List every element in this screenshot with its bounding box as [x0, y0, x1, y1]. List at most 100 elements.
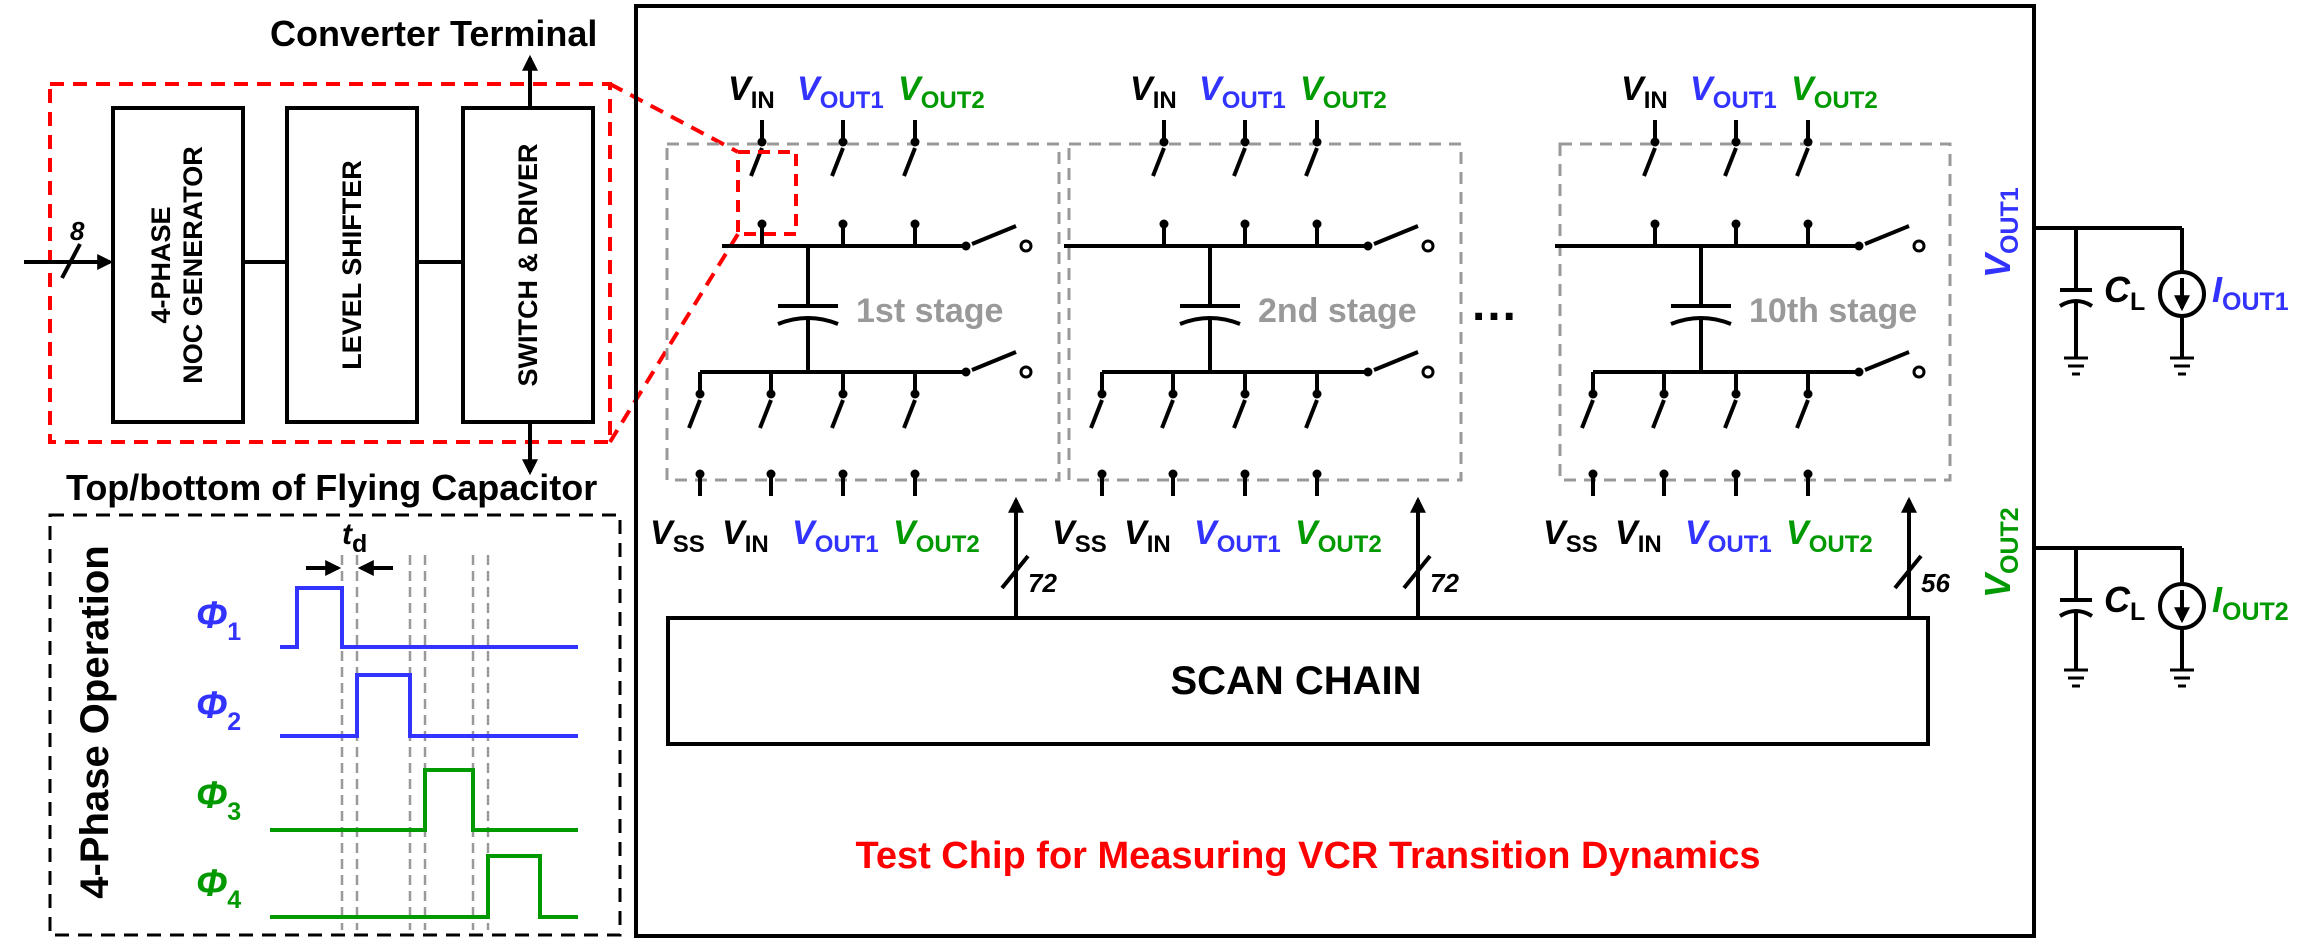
timing-panel: 4-Phase Operation td Φ1 Φ2 Φ3 Φ4: [48, 513, 622, 937]
series-node: [1019, 239, 1033, 253]
scan-bus-width: 72: [1028, 568, 1057, 598]
vout1-load-label: VOUT1: [1977, 187, 2024, 278]
phi3-label: Φ3: [196, 775, 241, 826]
scan-chain-block: [666, 616, 1930, 746]
stage-top-label-out2: VOUT2: [1791, 70, 1878, 114]
series-switch-top: [1864, 224, 1910, 246]
chip-boundary: [634, 4, 2036, 938]
zoom-line-bottom: [608, 232, 740, 444]
node-dot: [961, 367, 971, 377]
switch-blade: [1651, 399, 1666, 429]
stage-top-label-in: VIN: [728, 70, 775, 114]
switch-blade: [1160, 399, 1175, 429]
phi1-waveform: [280, 586, 578, 649]
node-dot: [1097, 389, 1107, 399]
bus-width-label: 8: [70, 216, 85, 246]
cl-label-2: CL: [2104, 579, 2145, 626]
node-dot: [1312, 137, 1322, 147]
node-dot: [838, 389, 848, 399]
scan-chain-label: SCAN CHAIN: [1170, 659, 1421, 703]
node-dot: [1731, 389, 1741, 399]
scan-bus-width: 56: [1921, 568, 1950, 598]
switch-blade: [758, 399, 773, 429]
noc-block-label-1: 4-PHASE: [146, 206, 176, 323]
node-dot: [1854, 241, 1864, 251]
phi4-label: Φ4: [196, 863, 241, 914]
switch-blade: [1795, 147, 1810, 177]
switch-blade: [902, 399, 917, 429]
node-dot: [1803, 137, 1813, 147]
stage-bottom-label-out2: VOUT2: [1295, 514, 1382, 558]
switch-blade: [687, 399, 702, 429]
stage-box: [1558, 142, 1952, 482]
node-dot: [1159, 137, 1169, 147]
node-dot: [961, 241, 971, 251]
switch-blade: [1304, 147, 1319, 177]
node-dot: [1650, 137, 1660, 147]
converter-block-panel: Converter Terminal 8 4-PHASE NOC GENERAT…: [24, 13, 740, 508]
stage-top-label-out2: VOUT2: [898, 70, 985, 114]
node-dot: [766, 389, 776, 399]
node-dot: [1731, 137, 1741, 147]
switch-blade: [830, 399, 845, 429]
stage-bottom-label-out1: VOUT1: [792, 514, 879, 558]
node-dot: [1363, 367, 1373, 377]
phi2-waveform: [280, 673, 578, 738]
stage-bottom-label-out1: VOUT1: [1194, 514, 1281, 558]
node-dot: [1588, 389, 1598, 399]
node-dot: [1240, 389, 1250, 399]
node-dot: [1803, 389, 1813, 399]
node-dot: [1312, 389, 1322, 399]
phi4-waveform: [270, 854, 578, 919]
stage-bottom-label-ss: VSS: [1543, 514, 1598, 558]
switch-driver-label: SWITCH & DRIVER: [513, 144, 543, 387]
switch-blade: [1304, 399, 1319, 429]
scan-bus-slash: [1000, 554, 1030, 590]
switch-blade: [1642, 147, 1657, 177]
stage-bottom-label-ss: VSS: [650, 514, 705, 558]
stage-label: 10th stage: [1749, 292, 1917, 330]
switch-blade: [1089, 399, 1104, 429]
stage-top-label-out2: VOUT2: [1300, 70, 1387, 114]
timing-title: 4-Phase Operation: [73, 545, 117, 898]
stage-top-label-out1: VOUT1: [1690, 70, 1777, 114]
switch-blade: [1723, 399, 1738, 429]
stage-bottom-label-in: VIN: [1124, 514, 1171, 558]
stage-bottom-label-in: VIN: [722, 514, 769, 558]
series-node: [1019, 365, 1033, 379]
switch-blade: [1232, 147, 1247, 177]
cl-label-1: CL: [2104, 269, 2145, 316]
switch-blade: [1580, 399, 1595, 429]
zoom-line-top: [609, 82, 739, 154]
node-dot: [1240, 137, 1250, 147]
stage-ellipsis: …: [1470, 278, 1518, 331]
td-label: td: [342, 518, 367, 558]
series-switch-bottom: [971, 350, 1017, 372]
load-vout1: VOUT1 CL IOUT1: [1977, 187, 2289, 376]
stage-top-label-out1: VOUT1: [1199, 70, 1286, 114]
stage-bottom-label-out1: VOUT1: [1685, 514, 1772, 558]
node-dot: [1854, 367, 1864, 377]
flying-cap-label: Top/bottom of Flying Capacitor: [66, 467, 597, 508]
node-dot: [1168, 389, 1178, 399]
stage-top-label-in: VIN: [1130, 70, 1177, 114]
node-dot: [757, 137, 767, 147]
switch-blade: [830, 147, 845, 177]
series-node: [1421, 239, 1435, 253]
node-dot: [910, 389, 920, 399]
phi3-waveform: [270, 768, 578, 832]
stage-label: 1st stage: [856, 292, 1003, 330]
node-dot: [1363, 241, 1373, 251]
level-shifter-label: LEVEL SHIFTER: [337, 160, 367, 370]
stage-top-label-out1: VOUT1: [797, 70, 884, 114]
converter-terminal-label: Converter Terminal: [270, 13, 597, 54]
node-dot: [910, 137, 920, 147]
test-chip-title: Test Chip for Measuring VCR Transition D…: [855, 835, 1760, 877]
switch-blade: [902, 147, 917, 177]
series-switch-bottom: [1373, 350, 1419, 372]
